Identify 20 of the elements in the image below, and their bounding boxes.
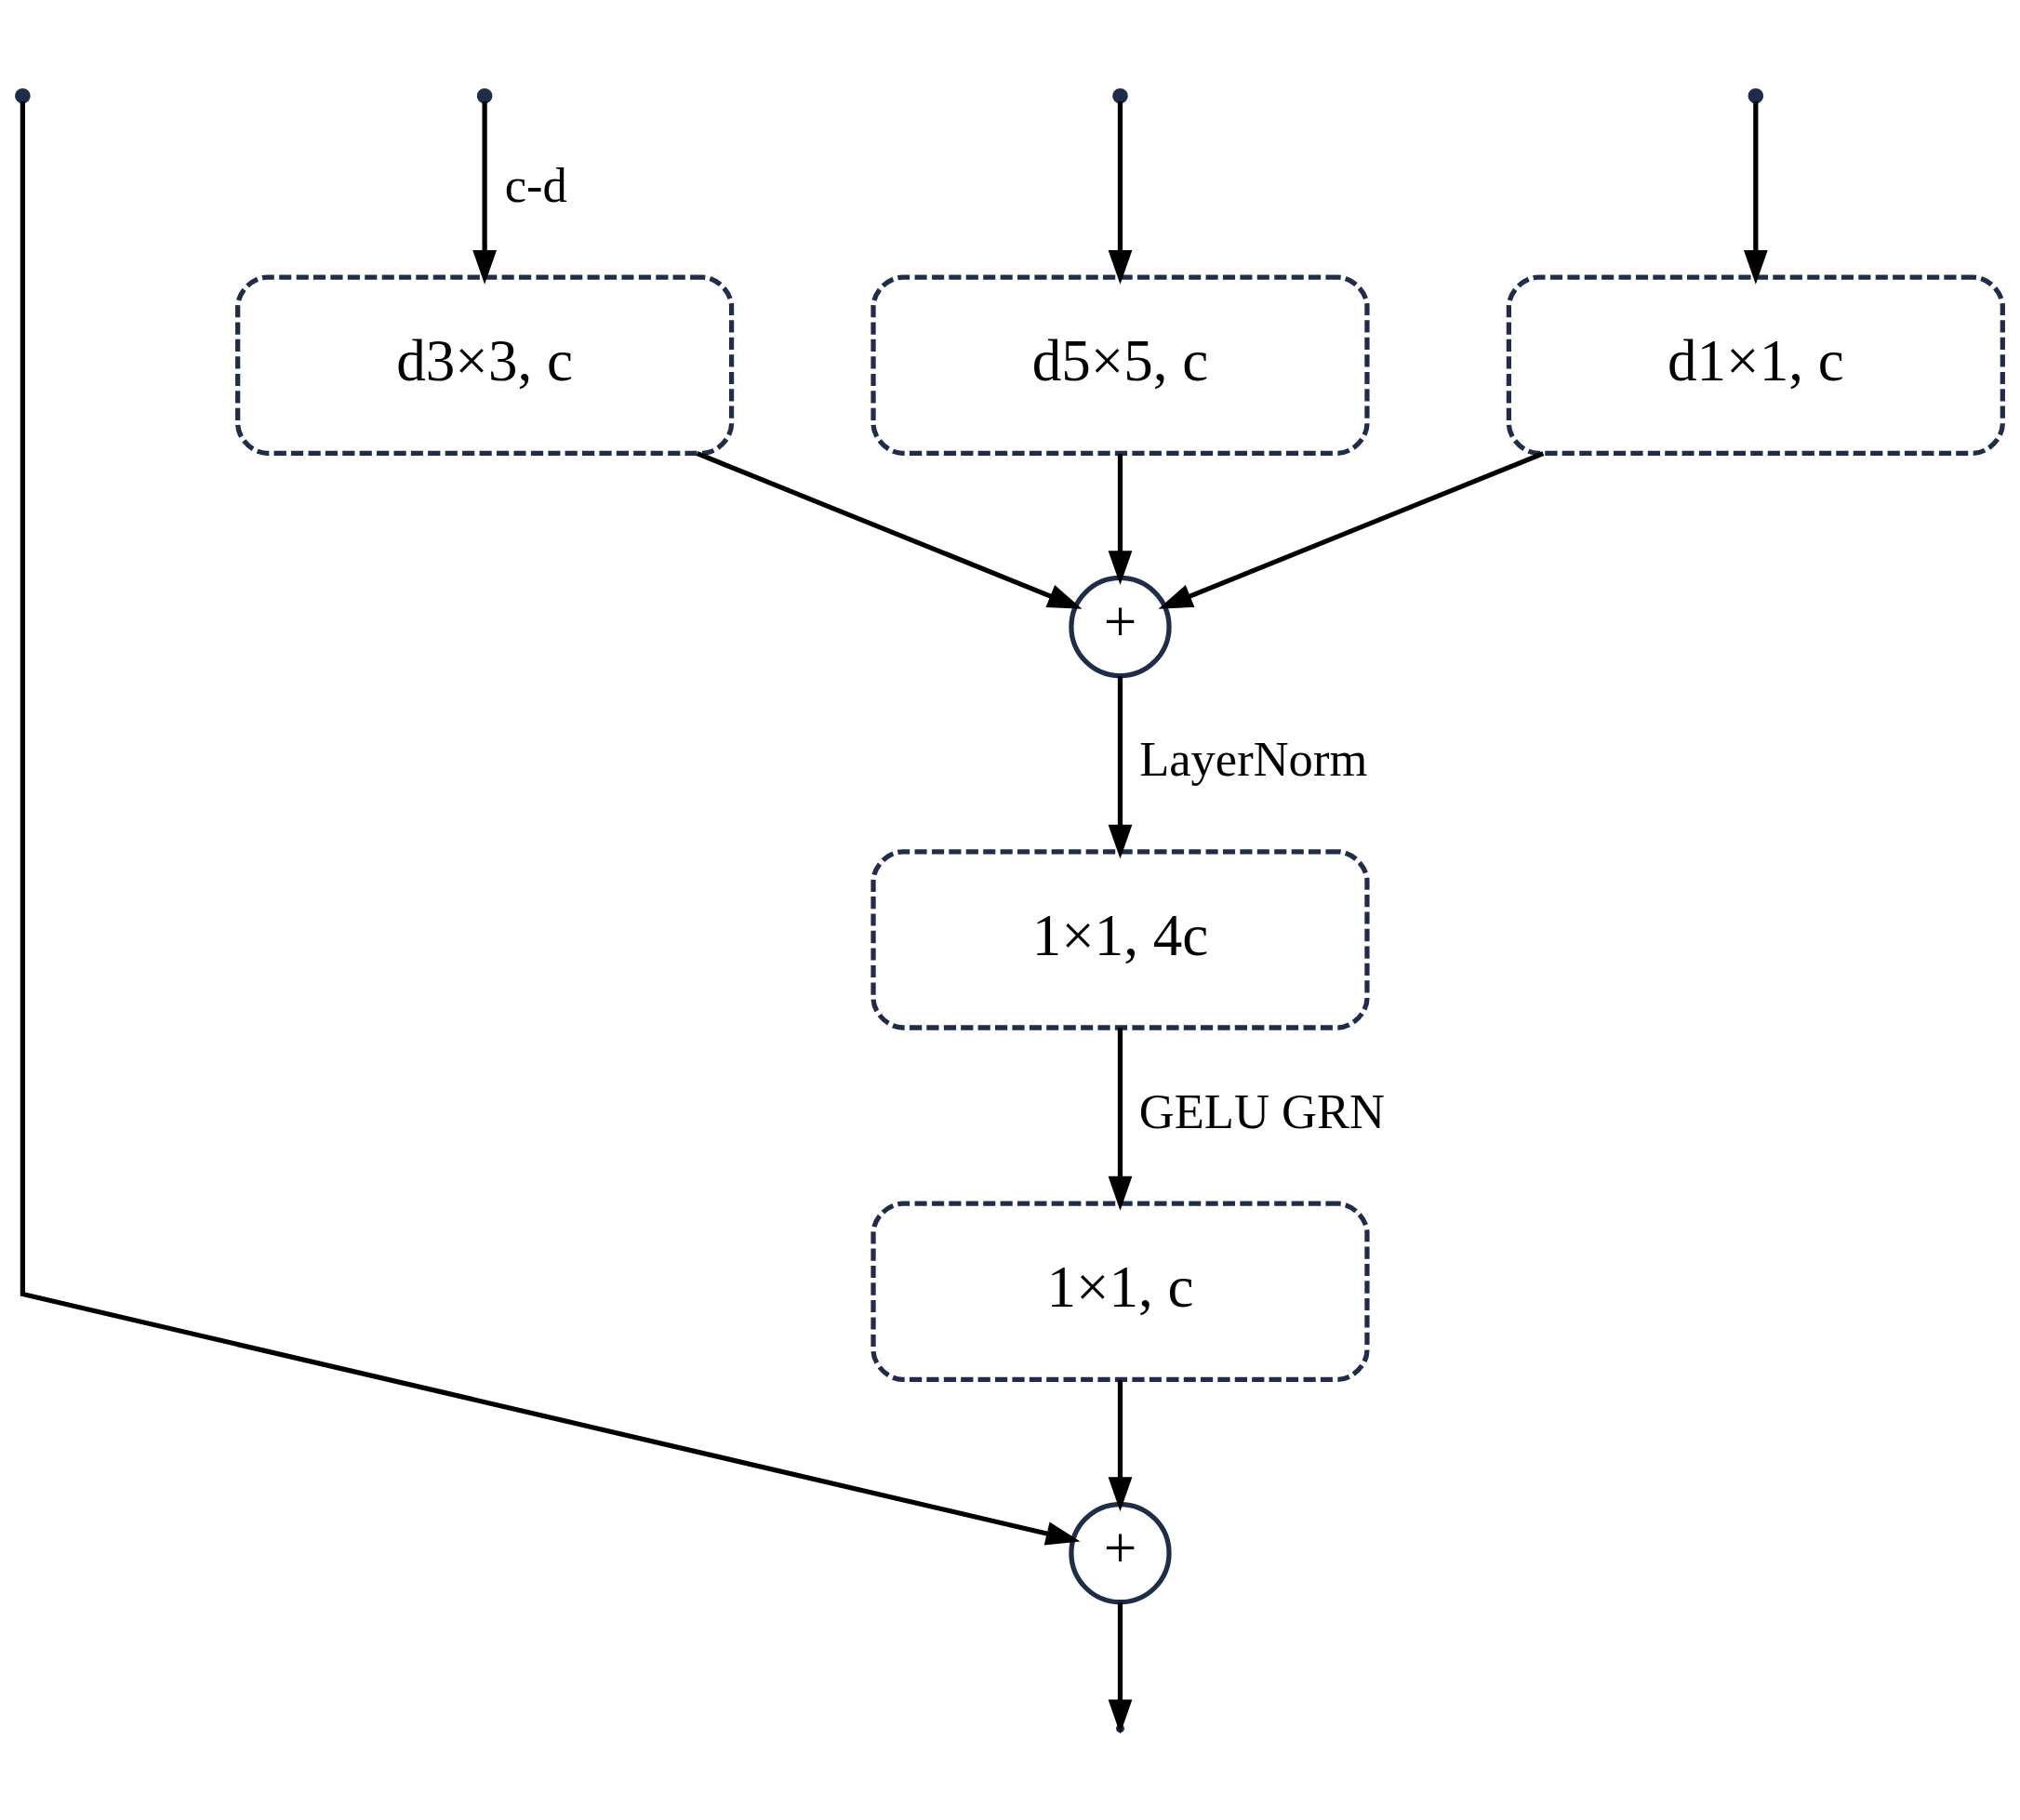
node-circle: + (1069, 1501, 1172, 1604)
arrow (472, 100, 498, 285)
edge-label: c-d (504, 157, 567, 212)
arrow (1743, 100, 1768, 285)
arrow (696, 450, 1083, 609)
arrow (1108, 1379, 1133, 1511)
node-box: 1×1, c (870, 1201, 1370, 1382)
arrow (1108, 675, 1133, 859)
edge-label: LayerNorm (1139, 731, 1368, 786)
node-box: 1×1, 4c (870, 848, 1370, 1030)
node-box: d1×1, c (1506, 274, 2005, 456)
arrow (1108, 453, 1133, 585)
node-box: d3×3, c (235, 274, 735, 456)
edge-label: GELU GRN (1138, 1083, 1386, 1138)
arrow (1108, 1027, 1133, 1211)
arrow (20, 100, 1081, 1546)
arrow (1158, 450, 1545, 609)
node-circle: + (1069, 575, 1172, 678)
node-box: d5×5, c (870, 274, 1370, 456)
arrow (1108, 100, 1133, 285)
